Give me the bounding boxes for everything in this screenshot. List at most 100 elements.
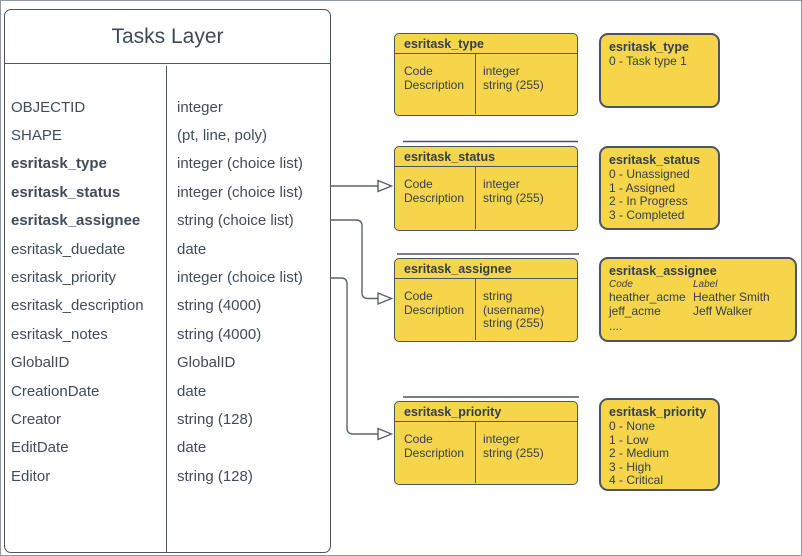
domain-value: 1 - Low — [609, 432, 649, 447]
assignee-label: Heather Smith — [693, 290, 770, 304]
field-type: string (128) — [177, 410, 253, 428]
domain-value: 0 - Task type 1 — [609, 54, 687, 68]
assignee-code: jeff_acme — [609, 303, 661, 318]
field-box-divider — [475, 54, 476, 114]
domain-box-title: esritask_assignee — [609, 264, 717, 278]
field-box-divider — [475, 422, 476, 483]
table-row: EditDate date — [5, 434, 330, 462]
field-box-title: esritask_priority — [395, 402, 577, 422]
column-header-label: Label — [693, 279, 718, 290]
domain-value: 3 - Completed — [609, 207, 685, 222]
tasks-layer-table: Tasks Layer OBJECTID integer SHAPE (pt, li… — [4, 9, 331, 553]
field-type: integer (choice list) — [177, 183, 303, 201]
attr-type: integer — [483, 432, 520, 446]
field-box-title: esritask_type — [395, 34, 577, 54]
domain-value: 0 - None — [609, 419, 656, 433]
attr-type: integer — [483, 177, 520, 191]
field-box-esritask-type: esritask_type Code Description integer s… — [394, 33, 578, 116]
domain-box-title: esritask_status — [609, 153, 701, 167]
attr-name: Description — [404, 190, 465, 205]
attr-type: string (255) — [483, 316, 544, 331]
attr-name: Description — [404, 445, 465, 460]
field-name: esritask_description — [11, 297, 144, 315]
table-row: esritask_type integer (choice list) — [5, 150, 330, 178]
field-box-esritask-priority: esritask_priority Code Description integ… — [394, 401, 578, 485]
field-name: GlobalID — [11, 354, 70, 372]
attr-type: string (username) — [483, 289, 545, 317]
attr-name: Code — [404, 177, 433, 191]
field-box-esritask-status: esritask_status Code Description integer… — [394, 146, 578, 231]
field-name: esritask_priority — [11, 269, 117, 287]
field-box-divider — [475, 279, 476, 340]
field-type: integer (choice list) — [177, 269, 303, 287]
table-row: esritask_status integer (choice list) — [5, 178, 330, 206]
field-name: esritask_duedate — [11, 240, 126, 258]
field-name: EditDate — [11, 439, 69, 457]
domain-box-title: esritask_priority — [609, 405, 707, 419]
domain-box-title: esritask_type — [609, 40, 689, 54]
field-type: date — [177, 382, 207, 400]
attr-name: Description — [404, 302, 465, 317]
field-name: esritask_status — [11, 183, 121, 201]
table-row: esritask_priority integer (choice list) — [5, 263, 330, 291]
column-divider — [165, 65, 167, 552]
table-row: esritask_duedate date — [5, 235, 330, 263]
field-type: date — [177, 439, 207, 457]
table-row: OBJECTID integer — [5, 93, 330, 121]
field-name: esritask_notes — [11, 325, 108, 343]
domain-value: 2 - In Progress — [609, 194, 688, 209]
assignee-label: Jeff Walker — [693, 303, 753, 318]
table-row: esritask_assignee string (choice list) — [5, 207, 330, 235]
domain-box-esritask-priority: esritask_priority 0 - None 1 - Low 2 - M… — [599, 398, 720, 491]
field-box-title: esritask_status — [395, 147, 577, 167]
field-type: integer (choice list) — [177, 155, 303, 173]
table-row: Creator string (128) — [5, 405, 330, 433]
table-row: SHAPE (pt, line, poly) — [5, 121, 330, 149]
arrowhead-priority — [377, 427, 394, 441]
attr-type: string (255) — [483, 445, 544, 460]
domain-value: 3 - High — [609, 459, 652, 474]
assignee-entry: heather_acme Heather Smith — [609, 290, 789, 305]
table-row: CreationDate date — [5, 377, 330, 405]
field-box-title: esritask_assignee — [395, 259, 577, 279]
field-type: GlobalID — [177, 354, 236, 372]
field-name: esritask_assignee — [11, 212, 141, 230]
table-row: GlobalID GlobalID — [5, 349, 330, 377]
domain-value: 1 - Assigned — [609, 180, 676, 195]
attr-name: Code — [404, 289, 433, 303]
attr-name: Code — [404, 432, 433, 446]
tasks-layer-body: OBJECTID integer SHAPE (pt, line, poly) es… — [5, 64, 330, 490]
assignee-entry: jeff_acme Jeff Walker — [609, 303, 789, 319]
attr-name: Code — [404, 64, 433, 78]
field-name: SHAPE — [11, 127, 62, 145]
field-type: integer — [177, 98, 223, 116]
arrowhead-assignee — [377, 291, 394, 306]
arrowhead-status — [377, 179, 394, 193]
domain-value: 4 - Critical — [609, 473, 664, 488]
field-box-divider — [475, 167, 476, 229]
attr-type: integer — [483, 64, 520, 78]
table-row: esritask_notes string (4000) — [5, 320, 330, 348]
field-name: CreationDate — [11, 382, 100, 400]
field-type: (pt, line, poly) — [177, 127, 268, 145]
assignee-more-ellipsis: .... — [609, 318, 623, 333]
tasks-layer-title: Tasks Layer — [5, 10, 330, 64]
assignee-code: heather_acme — [609, 290, 686, 304]
field-name: esritask_type — [11, 155, 107, 173]
field-box-esritask-assignee: esritask_assignee Code Description strin… — [394, 258, 578, 342]
field-type: date — [177, 240, 207, 258]
field-type: string (128) — [177, 467, 253, 485]
attr-name: Description — [404, 77, 465, 92]
field-name: Creator — [11, 410, 62, 428]
field-type: string (4000) — [177, 325, 262, 343]
field-name: OBJECTID — [11, 98, 86, 116]
column-header-code: Code — [609, 279, 633, 290]
domain-box-esritask-assignee: esritask_assignee Code Label heather_acme… — [599, 257, 797, 342]
attr-type: string (255) — [483, 77, 544, 92]
attr-type: string (255) — [483, 190, 544, 205]
field-type: string (choice list) — [177, 212, 294, 230]
domain-box-esritask-type: esritask_type 0 - Task type 1 — [599, 33, 720, 108]
